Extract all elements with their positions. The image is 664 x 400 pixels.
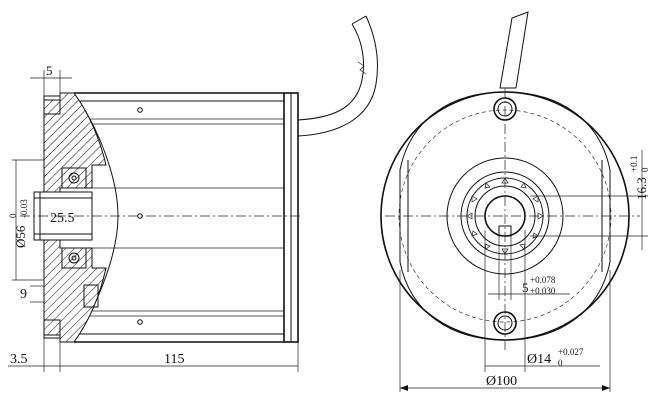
cable-stub <box>499 11 529 89</box>
dim-pilot-diameter: Ø56 <box>13 225 28 248</box>
bearing-ring <box>466 177 544 255</box>
flange-section <box>43 92 107 343</box>
dim-offset: 3.5 <box>10 352 28 367</box>
dim-shaft-tol-upper: +0.027 <box>558 347 584 357</box>
dim-key-height-tol-upper: +0.1 <box>629 156 639 172</box>
dim-key-tol-lower: +0.030 <box>530 286 556 296</box>
dim-pilot-tol-upper: 0 <box>8 213 18 218</box>
front-view: 16.3 +0.1 0 5 +0.078 +0.030 Ø14 +0.027 0… <box>380 11 650 392</box>
dim-flange-thickness: 5 <box>46 63 53 78</box>
dim-key-height-tol-lower: 0 <box>640 167 650 172</box>
motor-body <box>74 92 299 343</box>
dim-key-height: 16.3 <box>634 177 649 200</box>
side-view: 5 Ø56 0 -0.03 25.5 9 3.5 115 <box>8 15 379 372</box>
dim-shaft-length: 25.5 <box>50 211 75 226</box>
dim-shaft-tol-lower: 0 <box>558 358 563 368</box>
dim-outer-diameter: Ø100 <box>486 374 517 389</box>
dim-pilot-tol-lower: -0.03 <box>19 199 29 218</box>
cable <box>297 23 365 121</box>
dim-pilot-offset: 9 <box>20 287 27 302</box>
dim-body-length: 115 <box>164 352 184 367</box>
dim-shaft-diameter: Ø14 <box>527 352 551 367</box>
dim-key-tol-upper: +0.078 <box>530 275 556 285</box>
